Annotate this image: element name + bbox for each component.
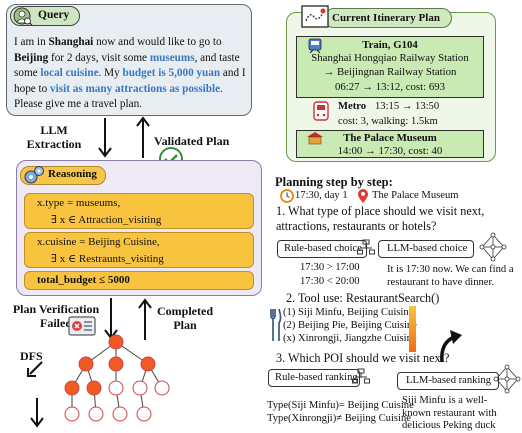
type-check-1: Type(Siji Minfu)= Beijing Cuisine — [267, 400, 414, 411]
constraint-cuisine: x.cuisine = Beijing Cuisine, ∃ x ∈ Restr… — [24, 232, 254, 268]
location-pin-icon — [358, 189, 368, 203]
metro-time: 13:15 → 13:50 — [375, 101, 440, 112]
dfs-arrows — [27, 361, 44, 428]
train-icon — [308, 38, 322, 54]
dfs-tree — [64, 334, 170, 422]
planning-title: Planning step by step: — [275, 175, 393, 189]
reasoning-label: Reasoning — [48, 168, 97, 180]
query-user-icon — [13, 7, 33, 25]
type-check-2: Type(Xinrongji)≠ Beijing Cuisine — [267, 413, 411, 424]
gears-icon — [24, 166, 44, 184]
ranking-reason: Siji Minfu is a well- known restaurant w… — [402, 395, 497, 433]
metro-icon — [313, 101, 329, 121]
restaurant-2: (2) Beijing Pie, Beijing Cuisine — [283, 320, 417, 331]
constraint-budget-text: total_budget ≤ 5000 — [37, 274, 130, 286]
train-title: Train, G104 — [362, 39, 418, 51]
up-arrow-completed — [138, 298, 152, 340]
plan-verification-failed-label: Plan Verification Failed — [12, 302, 100, 330]
rule-based-choice-label: Rule-based choice — [284, 243, 362, 254]
itinerary-title: Current Itinerary Plan — [332, 12, 440, 24]
compare-1: 17:30 > 17:00 — [300, 262, 360, 273]
gradient-bar — [409, 306, 416, 352]
ranking-reason-line2: known restaurant with — [402, 407, 497, 419]
train-time-cost: 06:27 → 13:12, cost: 693 — [334, 81, 446, 93]
palace-icon — [307, 132, 323, 145]
question-3: 3. Which POI should we visit next? — [276, 351, 450, 365]
llm-based-choice-box: LLM-based choice — [378, 240, 474, 258]
compare-2: 17:30 < 20:00 — [300, 276, 360, 287]
llm-choice-reason: It is 17:30 now. We can find a restauran… — [387, 264, 514, 288]
question-2: 2. Tool use: RestaurantSearch() — [286, 291, 440, 305]
restaurant-1: (1) Siji Minfu, Beijing Cuisine — [283, 307, 414, 318]
completed-plan-label: Completed Plan — [157, 304, 213, 332]
failed-report-icon — [68, 316, 96, 336]
metro-title: Metro — [338, 101, 367, 112]
planning-time: 17:30, day 1 — [295, 190, 348, 201]
neural-net-icon-2 — [493, 364, 521, 394]
query-text: I am in Shanghai now and would like to g… — [14, 36, 246, 111]
down-arrow-extraction — [98, 118, 112, 158]
flowchart-icon-2 — [352, 368, 370, 384]
curved-arrow-icon — [440, 330, 462, 363]
palace-time-cost: 14:00 → 17:30, cost: 40 — [337, 145, 443, 157]
constraint-cuisine-line1: x.cuisine = Beijing Cuisine, — [37, 236, 160, 248]
llm-based-choice-label: LLM-based choice — [387, 243, 468, 254]
query-label: Query — [38, 9, 70, 21]
neural-net-icon-1 — [479, 232, 507, 262]
map-route-icon — [301, 5, 329, 28]
question-1: 1. What type of place should we visit ne… — [276, 204, 485, 233]
flowchart-icon-1 — [357, 239, 375, 255]
palace-museum-card — [296, 130, 484, 158]
ranking-reason-line3: delicious Peking duck — [402, 420, 496, 431]
llm-based-ranking-box: LLM-based ranking — [397, 372, 499, 390]
validated-plan-label: Validated Plan — [154, 134, 230, 148]
constraint-budget: total_budget ≤ 5000 — [24, 271, 254, 290]
train-route-from: Shanghai Hongqiao Railway Station — [311, 52, 469, 64]
constraint-museum-line1: x.type = museums, — [37, 197, 121, 209]
train-card — [296, 36, 484, 98]
constraint-museum: x.type = museums, ∃ x ∈ Attraction_visit… — [24, 193, 254, 229]
constraint-cuisine-line2: ∃ x ∈ Restraunts_visiting — [51, 253, 164, 265]
dfs-label: DFS — [20, 349, 43, 363]
clock-icon — [280, 189, 294, 203]
llm-based-ranking-label: LLM-based ranking — [406, 375, 492, 386]
planning-location: The Palace Museum — [372, 190, 459, 201]
train-route-to: → Beijingnan Railway Station — [323, 66, 457, 78]
palace-title: The Palace Museum — [343, 132, 437, 144]
restaurant-3: (x) Xinrongji, Jiangzhe Cuisine — [283, 333, 417, 344]
constraint-museum-line2: ∃ x ∈ Attraction_visiting — [51, 214, 162, 226]
metro-cost: cost: 3, walking: 1.5km — [338, 116, 438, 127]
rule-based-ranking-box: Rule-based ranking — [268, 369, 360, 387]
llm-extraction-label: LLM Extraction — [26, 123, 82, 151]
rule-based-ranking-label: Rule-based ranking — [275, 372, 358, 383]
ranking-reason-line1: Siji Minfu is a well- — [402, 395, 488, 406]
fork-knife-icon — [270, 308, 282, 341]
up-arrow-validated — [136, 116, 150, 158]
rule-based-choice-box: Rule-based choice — [277, 240, 367, 258]
